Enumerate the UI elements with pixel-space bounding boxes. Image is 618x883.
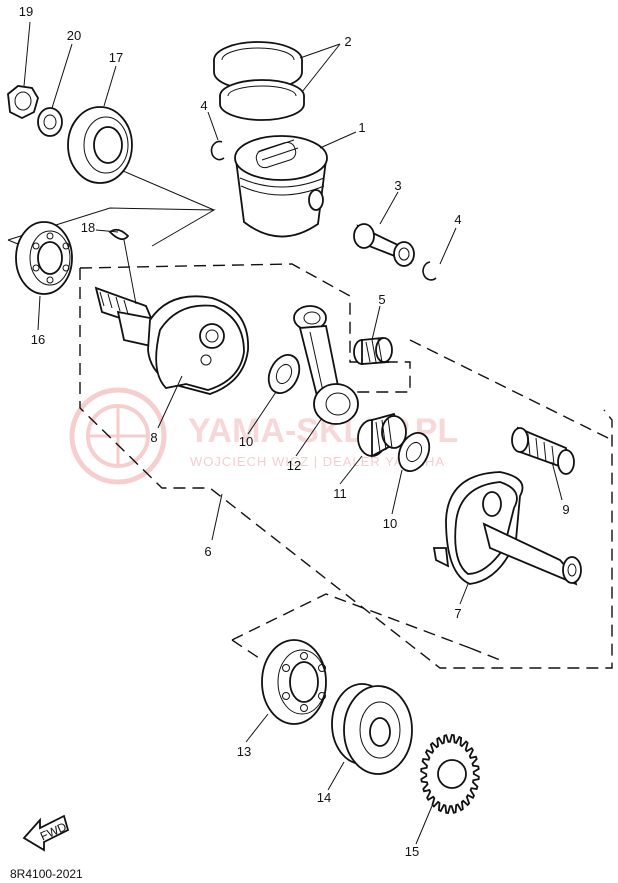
piston-pin [353,223,415,267]
bearing-bottom [261,639,327,725]
oil-seal-top [67,106,133,184]
callout-8: 8 [150,430,157,445]
crank-right [432,471,582,586]
fwd-arrow-icon: FWD [22,814,70,852]
big-end-bearing [357,412,407,458]
crank-pin [511,426,575,475]
callout-4-top: 4 [200,98,207,113]
callout-6: 6 [204,544,211,559]
callout-2: 2 [344,34,351,49]
watermark-sub: WOJCIECH WICZ | DEALER YAMAHA [190,454,445,469]
nut [7,85,39,120]
callout-5: 5 [378,292,385,307]
assembly-outline-crankshaft [79,263,613,669]
callouts: 19 20 17 2 4 1 3 4 18 16 5 8 10 12 11 10… [19,4,570,859]
callout-11: 11 [333,486,347,501]
callout-3: 3 [394,178,401,193]
primary-drive-gear [420,734,480,814]
connecting-rod [293,305,359,425]
callout-4-right: 4 [454,212,461,227]
bearing-left [15,221,73,295]
callout-17: 17 [109,50,123,65]
callout-18: 18 [81,220,95,235]
callout-12: 12 [287,458,301,473]
washer [37,107,63,137]
callout-13: 13 [237,744,251,759]
piston-pin-clip-top [210,140,225,161]
piston-rings [213,41,305,121]
callout-14: 14 [317,790,331,805]
piston [234,135,328,238]
callout-9: 9 [562,502,569,517]
fwd-label: FWD [38,819,69,843]
assembly-outline-bearing-bottom [231,593,501,661]
callout-20: 20 [67,28,81,43]
watermark-logo [69,387,167,485]
callout-19: 19 [19,4,33,19]
callout-10-left: 10 [239,434,253,449]
thrust-washer-left [267,354,301,394]
leader-lines [23,21,563,845]
callout-10-right: 10 [383,516,397,531]
small-end-bearing [353,337,393,365]
crank-left [94,286,249,395]
diagram-code: 8R4100-2021 [10,867,83,881]
callout-1: 1 [358,120,365,135]
callout-16: 16 [31,332,45,347]
thrust-washer-right [397,432,431,472]
callout-15: 15 [405,844,419,859]
callout-7: 7 [454,606,461,621]
oil-seal-bottom [331,683,413,775]
piston-pin-clip-right [422,261,437,281]
